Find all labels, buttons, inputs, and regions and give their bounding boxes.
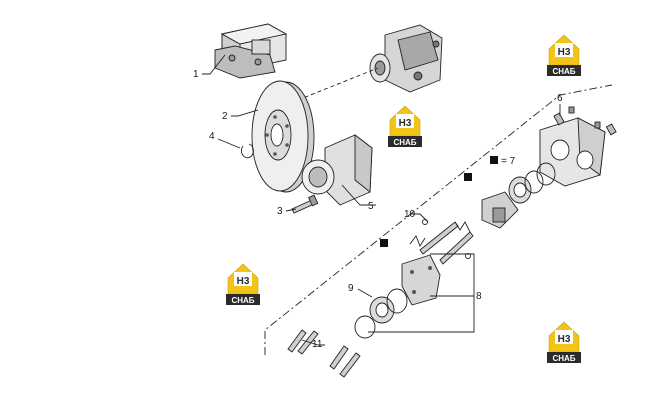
retaining-spring-part: [409, 221, 471, 247]
watermark-logo-bottom-right: H3 СНАБ: [546, 321, 582, 364]
kit-marker-pad-lower: [380, 239, 388, 247]
bleed-screw-part: [553, 106, 617, 136]
section-divider-line: [264, 84, 613, 355]
hub-alignment-leader: [297, 67, 379, 101]
watermark-logo-left: H3 СНАБ: [225, 263, 261, 306]
callout-4: 4: [209, 131, 215, 142]
hub-knuckle-part: [369, 24, 443, 93]
svg-text:H3: H3: [399, 118, 412, 129]
watermark-logo-middle: H3 СНАБ: [387, 105, 423, 148]
caliper-housing-part: [539, 117, 606, 187]
svg-text:H3: H3: [558, 334, 571, 345]
callout-2: 2: [222, 111, 228, 122]
brake-disc-part: [251, 80, 315, 193]
callout-6: 6: [557, 93, 563, 104]
callout-10: 10: [404, 209, 416, 220]
callout-11: 11: [312, 339, 323, 350]
callout-7: = 7: [501, 156, 516, 167]
caliper-assembly-part: [214, 23, 288, 79]
svg-text:СНАБ: СНАБ: [552, 354, 575, 363]
svg-text:СНАБ: СНАБ: [393, 138, 416, 147]
kit-marker-legend: [490, 156, 498, 164]
callout-9: 9: [348, 283, 354, 294]
lower-piston-part: [354, 288, 408, 339]
piston-seal-part: [508, 162, 556, 204]
lower-brake-pad-part: [401, 254, 441, 306]
callout-5: 5: [368, 201, 374, 212]
mounting-bolts-part: [287, 329, 361, 378]
callout-3: 3: [277, 206, 283, 217]
svg-text:H3: H3: [558, 47, 571, 58]
callout-8: 8: [476, 291, 482, 302]
svg-text:H3: H3: [237, 276, 250, 287]
circlip-part: [241, 143, 254, 159]
watermark-logo-top-right: H3 СНАБ: [546, 34, 582, 77]
leader-lines: [202, 54, 561, 346]
callout-1: 1: [193, 69, 199, 80]
caliper-body-part: [301, 134, 373, 206]
svg-text:СНАБ: СНАБ: [552, 67, 575, 76]
svg-text:СНАБ: СНАБ: [231, 296, 254, 305]
brake-pad-part: [481, 191, 519, 229]
bolt-part: [291, 194, 319, 214]
kit-marker-pad-upper: [464, 173, 472, 181]
